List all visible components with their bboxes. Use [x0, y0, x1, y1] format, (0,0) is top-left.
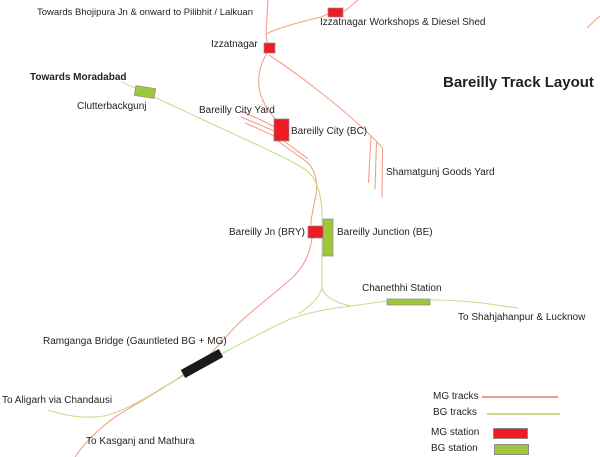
label-to-aligarh: To Aligarh via Chandausi [2, 395, 113, 406]
label-clutterbackgunj: Clutterbackgunj [77, 101, 147, 112]
mg-track-shamatgunj-siding-1 [367, 135, 372, 184]
bg-track-moradabad-main [121, 81, 323, 288]
label-to-shahjahanpur: To Shahjahanpur & Lucknow [458, 312, 586, 323]
station-chanethhi [386, 298, 431, 306]
legend-bg-station-label: BG station [431, 443, 478, 454]
label-izzatnagar-workshops: Izzatnagar Workshops & Diesel Shed [320, 17, 486, 28]
mg-track-city-to-bry [277, 140, 318, 226]
mg-track-workshops-branch [265, 12, 331, 35]
ramganga-bridge-bar [180, 349, 224, 378]
label-bareilly-jn-bry: Bareilly Jn (BRY) [229, 227, 305, 238]
mg-track-right-edge-stub [586, 15, 600, 29]
label-to-kasganj: To Kasganj and Mathura [86, 436, 195, 447]
label-shamatgunj: Shamatgunj Goods Yard [386, 167, 495, 178]
legend-mg-track-sample [482, 396, 558, 398]
station-izzatnagar-workshops [327, 7, 344, 18]
legend-mg-station-label: MG station [431, 427, 480, 438]
page-title: Bareilly Track Layout [443, 74, 594, 91]
mg-track-shamatgunj-siding-2 [374, 141, 378, 190]
mg-track-city-to-bry-2 [283, 140, 309, 160]
label-chanethhi: Chanethhi Station [362, 283, 442, 294]
mg-track-north-approach [265, 0, 269, 45]
label-towards-bhojipura: Towards Bhojipura Jn & onward to Pilibhi… [37, 7, 253, 18]
legend-bg-station-swatch [494, 444, 529, 455]
label-izzatnagar: Izzatnagar [211, 39, 258, 50]
label-bareilly-city: Bareilly City (BC) [291, 126, 368, 137]
bg-track-wye-west [297, 287, 323, 315]
label-ramganga-bridge: Ramganga Bridge (Gauntleted BG + MG) [43, 336, 227, 347]
legend-bg-tracks-label: BG tracks [433, 407, 477, 418]
station-bareilly-jn-bry [307, 225, 325, 239]
label-towards-moradabad: Towards Moradabad [30, 72, 127, 83]
bg-track-wye-east [321, 287, 352, 307]
station-izzatnagar [263, 42, 276, 54]
mg-track-shamatgunj-siding-3 [381, 147, 384, 198]
mg-track-workshops-north [342, 0, 359, 13]
station-bareilly-city [273, 118, 290, 142]
station-bareilly-junction-be [322, 218, 334, 257]
mg-track-bry-to-kasganj [74, 237, 313, 457]
label-bareilly-city-yard: Bareilly City Yard [199, 105, 275, 116]
legend-bg-track-sample [487, 413, 560, 415]
legend-mg-tracks-label: MG tracks [433, 391, 479, 402]
label-bareilly-junction-be: Bareilly Junction (BE) [337, 227, 433, 238]
station-clutterbackgunj [133, 85, 157, 99]
mg-track-izzatnagar-to-city [258, 52, 278, 122]
mg-track-shamatgunj-branch [268, 54, 383, 148]
legend-mg-station-swatch [493, 428, 528, 439]
